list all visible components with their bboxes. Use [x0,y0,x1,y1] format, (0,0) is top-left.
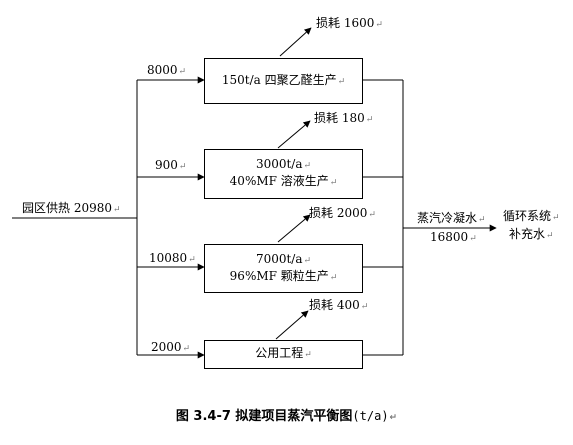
process-box-1: 150t/a 四聚乙醛生产↵ [204,58,363,104]
flow-label-3: 10080↵ [149,251,196,267]
output-label-line1: 循环系统↵ [503,209,560,225]
condensate-label: 蒸汽冷凝水↵ [417,211,486,227]
loss-label-3: 损耗 2000↵ [309,206,376,222]
output-label-line2: 补充水↵ [509,227,554,243]
process-box-3: 7000t/a↵ 96%MF 颗粒生产↵ [204,244,363,293]
loss-arrow-2 [278,121,310,148]
process-box-2: 3000t/a↵ 40%MF 溶液生产↵ [204,149,363,199]
loss-label-1: 损耗 1600↵ [316,16,383,32]
loss-arrow-1 [280,28,311,56]
flow-label-1: 8000↵ [147,63,186,79]
figure-caption: 图 3.4-7 拟建项目蒸汽平衡图(t/a)↵ [0,405,573,424]
loss-label-2: 损耗 180↵ [314,111,373,127]
process-box-1-line1: 150t/a 四聚乙醛生产↵ [222,73,345,90]
process-box-4: 公用工程↵ [204,340,363,369]
condensate-value: 16800↵ [430,230,477,246]
process-box-3-line2: 96%MF 颗粒生产↵ [230,269,338,286]
loss-label-4: 损耗 400↵ [309,298,368,314]
process-box-4-line1: 公用工程↵ [255,346,312,363]
process-box-2-line1: 3000t/a↵ [256,157,311,174]
loss-arrow-4 [276,311,308,339]
loss-arrow-3 [278,215,310,242]
process-box-3-line1: 7000t/a↵ [256,252,311,269]
process-box-2-line2: 40%MF 溶液生产↵ [230,174,338,191]
flow-label-4: 2000↵ [151,340,190,356]
flow-label-2: 900↵ [155,158,186,174]
input-label: 园区供热 20980↵ [22,201,121,217]
